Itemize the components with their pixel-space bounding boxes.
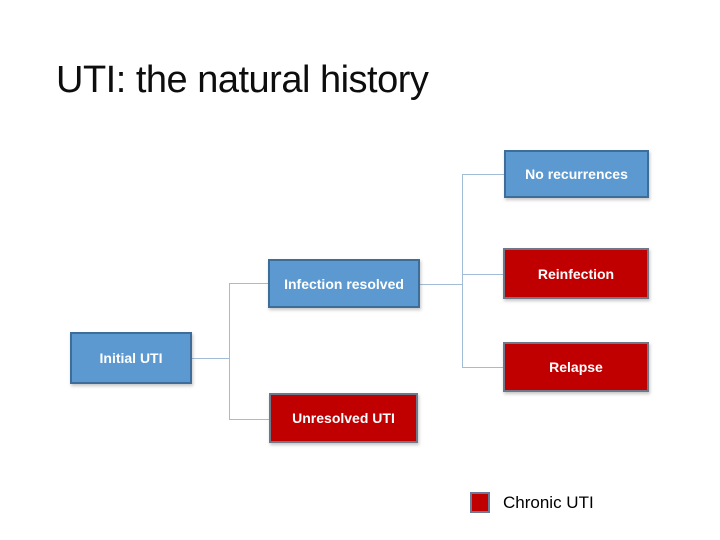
node-no-recurrences: No recurrences [504, 150, 649, 198]
connector-to-relapse [462, 367, 503, 368]
connector-to-no-recurrences [462, 174, 504, 175]
node-label: Initial UTI [99, 350, 163, 366]
connector-infection-resolved-feeder [420, 284, 462, 285]
chronic-uti-legend-label: Chronic UTI [503, 493, 594, 512]
node-label: No recurrences [525, 166, 628, 182]
node-infection-resolved: Infection resolved [268, 259, 420, 308]
node-initial-uti: Initial UTI [70, 332, 192, 384]
connector-left-vertical [229, 283, 230, 419]
connector-to-infection-resolved [229, 283, 268, 284]
connector-initial-uti-feeder [192, 358, 229, 359]
connector-to-reinfection [462, 274, 503, 275]
connector-right-vertical [462, 174, 463, 368]
node-label: Reinfection [537, 265, 615, 282]
node-unresolved-uti: Unresolved UTI [269, 393, 418, 443]
node-label: Unresolved UTI [292, 410, 395, 426]
node-label: Relapse [549, 359, 603, 375]
slide-title: UTI: the natural history [56, 59, 429, 101]
node-label: Infection resolved [284, 275, 404, 292]
node-reinfection: Reinfection [503, 248, 649, 299]
chronic-uti-legend-swatch [470, 492, 490, 513]
node-relapse: Relapse [503, 342, 649, 392]
connector-to-unresolved-uti [229, 419, 269, 420]
